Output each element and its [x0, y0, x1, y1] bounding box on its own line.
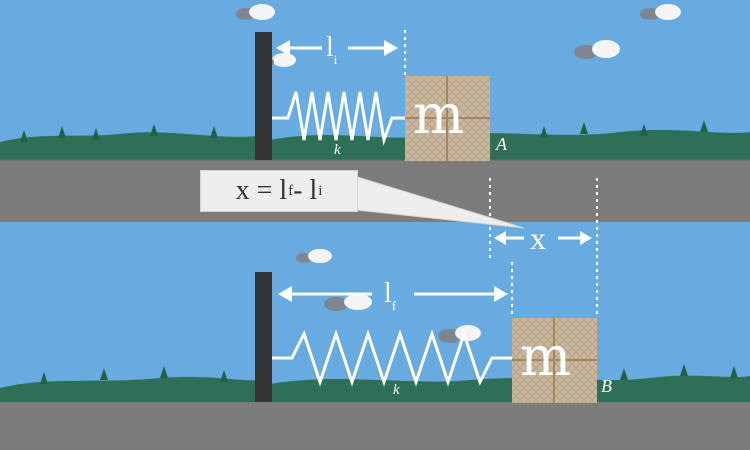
- cloud-icon: [236, 4, 275, 20]
- top-spring: [272, 91, 405, 146]
- bottom-hills: [0, 376, 260, 402]
- initial-length-subscript: i: [333, 52, 338, 67]
- displacement-arrow: [494, 231, 592, 245]
- formula-mid: - l: [293, 175, 318, 206]
- cloud-icon: [640, 4, 681, 20]
- initial-length-label: li: [326, 32, 337, 68]
- bottom-spring: [272, 329, 512, 387]
- top-spring-label: k: [334, 142, 341, 158]
- top-trees: [20, 120, 708, 142]
- final-length-arrow: [278, 286, 508, 302]
- bottom-wall: [255, 272, 272, 402]
- top-hills: [0, 132, 260, 160]
- final-length-subscript: f: [391, 298, 397, 313]
- bottom-mass-label: m: [520, 325, 572, 388]
- displacement-label: x: [530, 220, 546, 256]
- cloud-icon: [324, 294, 372, 311]
- cloud-icon: [296, 249, 332, 263]
- cloud-icon: [574, 40, 620, 59]
- formula-lhs: x = l: [235, 175, 288, 206]
- initial-length-arrow: [276, 40, 398, 56]
- bottom-sky: [0, 222, 750, 402]
- bottom-hills-right: [270, 375, 750, 402]
- top-hills-right: [270, 130, 750, 160]
- final-length-symbol: l: [384, 278, 392, 309]
- top-wall: [255, 32, 272, 160]
- final-length-label: lf: [384, 278, 396, 314]
- formula-i-subscript: i: [318, 182, 323, 199]
- bottom-trees: [40, 364, 738, 384]
- bottom-box-label: B: [601, 376, 612, 396]
- initial-length-symbol: l: [326, 32, 334, 63]
- top-box-label: A: [496, 134, 507, 154]
- bottom-ground: [0, 402, 750, 450]
- formula-f-subscript: f: [288, 182, 294, 199]
- top-mass-label: m: [413, 83, 465, 146]
- bottom-spring-label: k: [393, 382, 400, 398]
